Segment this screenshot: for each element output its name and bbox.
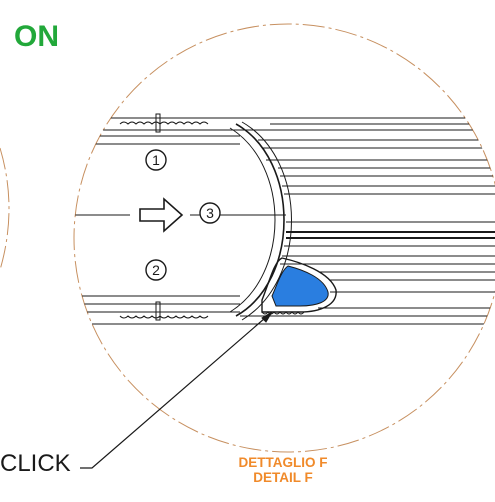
housing-body — [80, 121, 292, 321]
click-label: CLICK — [0, 450, 71, 477]
serrated-edge-bottom — [119, 315, 209, 319]
leader-line — [80, 311, 273, 469]
svg-text:1: 1 — [152, 152, 160, 168]
detail-boundary-circle — [73, 23, 495, 453]
svg-text:2: 2 — [152, 262, 160, 278]
pin-top — [155, 113, 161, 133]
svg-text:3: 3 — [206, 205, 214, 221]
arrow-icon — [139, 197, 184, 233]
leader-arrowhead — [261, 311, 273, 323]
latch-outline — [261, 257, 337, 313]
detail-title-en: DETAIL F — [253, 470, 313, 485]
position-marker-2: 2 — [145, 259, 167, 281]
detail-title-it: DETTAGLIO F — [238, 455, 328, 470]
rail-assembly — [74, 113, 495, 325]
rail-lines — [80, 117, 495, 325]
status-label: ON — [14, 20, 59, 53]
left-detail-arc — [0, 147, 10, 271]
latch-highlight — [271, 265, 329, 307]
serrated-edge-top — [119, 121, 209, 125]
position-marker-1: 1 — [145, 149, 167, 171]
position-marker-3: 3 — [199, 202, 221, 224]
pin-bottom — [155, 301, 161, 321]
